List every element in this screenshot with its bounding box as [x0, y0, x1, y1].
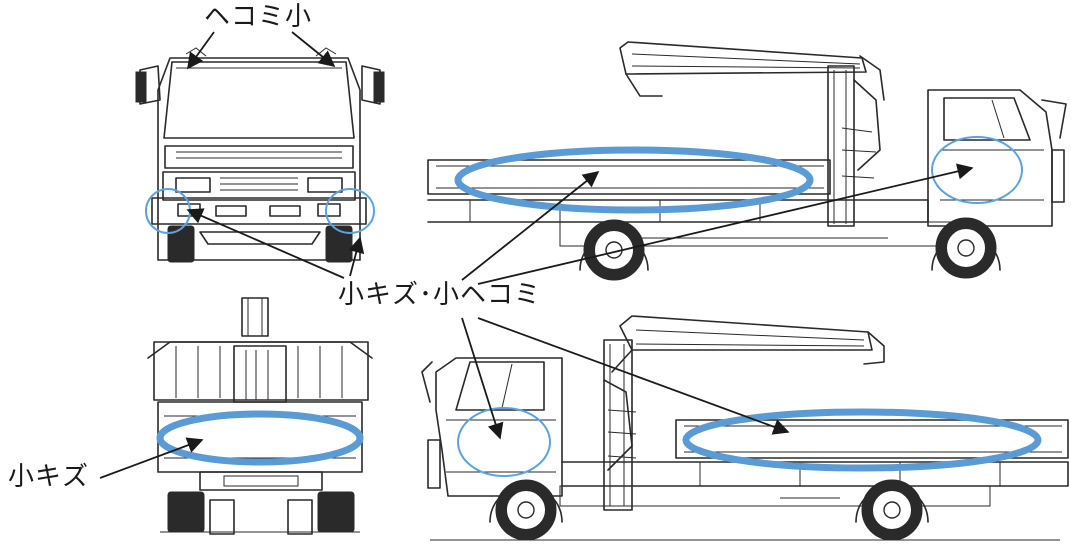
arrow-to-door-top [477, 163, 974, 285]
highlight-cab-door-top [931, 136, 1023, 204]
arrow-to-front-right [348, 236, 365, 277]
pointer-arrows [99, 31, 974, 479]
highlight-rear-bed [156, 410, 364, 466]
dent-small-label: ヘコミ小 [204, 2, 313, 32]
arrow-to-rear-bed [99, 437, 204, 479]
arrow-to-bed-top [461, 170, 600, 281]
damage-highlights [145, 136, 1042, 477]
truck-front-view [135, 47, 385, 263]
truck-side-view-right [427, 41, 1067, 281]
arrow-to-door-bottom [461, 317, 504, 440]
arrow-to-front-left [186, 208, 345, 279]
scratch-and-dent-label: 小キズ･小ヘコミ [338, 280, 542, 310]
highlight-side-bed-bottom [682, 408, 1042, 472]
truck-side-view-left [421, 315, 1069, 541]
highlight-side-bed-top [454, 146, 814, 214]
small-scratch-label: 小キズ [8, 462, 90, 492]
arrow-dent-left [187, 31, 215, 70]
highlight-cab-door-bottom [457, 407, 551, 477]
highlight-front-right-corner [325, 188, 375, 234]
arrow-dent-right [291, 31, 336, 68]
arrow-to-bed-bottom [477, 317, 790, 435]
